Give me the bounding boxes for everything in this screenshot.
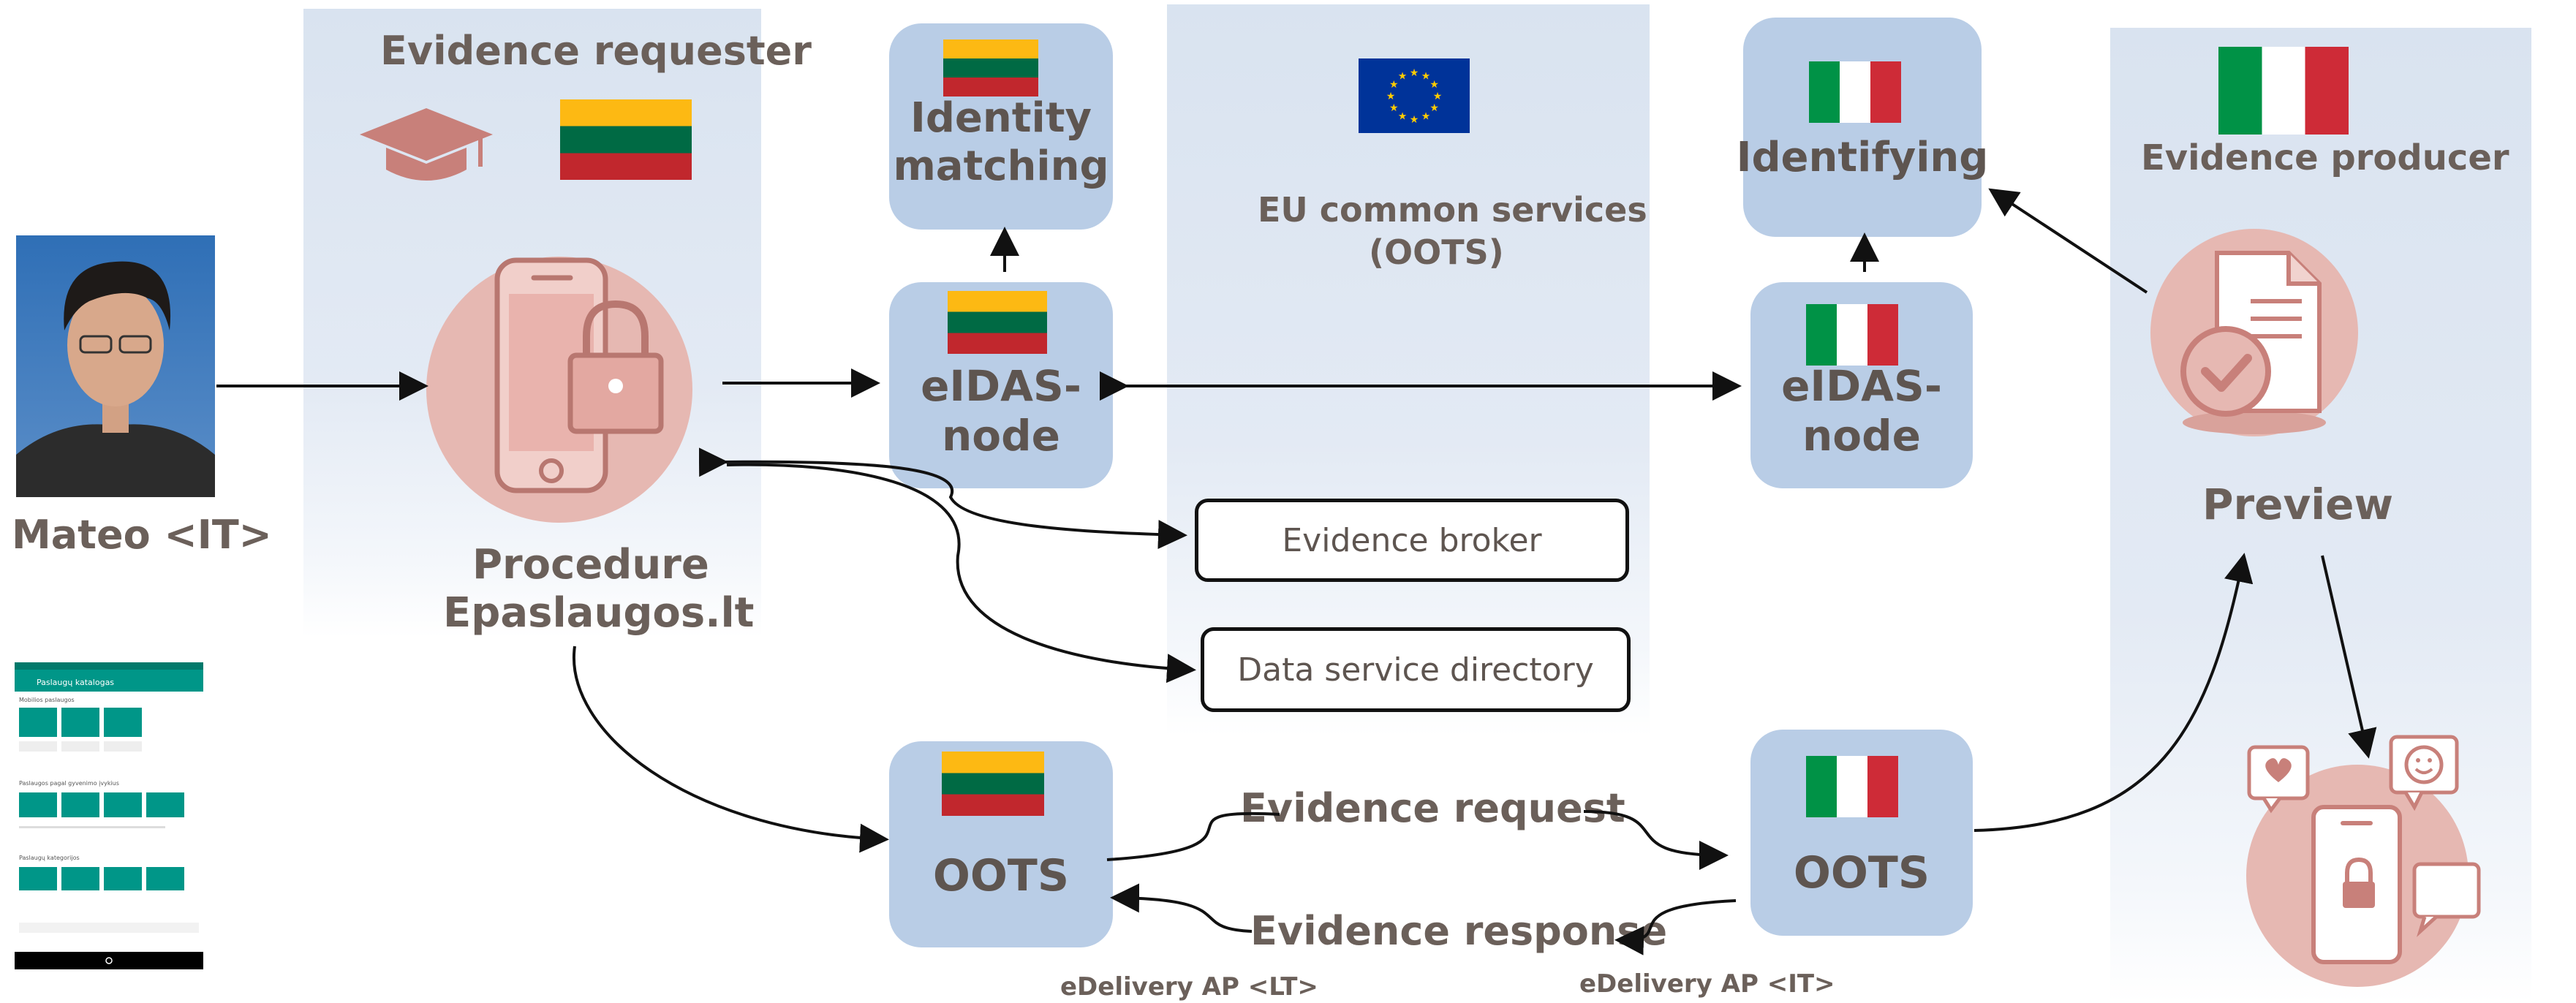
evidence-requester-title: Evidence requester <box>380 28 812 74</box>
eu-star: ★ <box>1421 111 1431 123</box>
data-service-directory-box: Data service directory <box>1201 627 1631 712</box>
identity-matching-line2: matching <box>893 143 1109 190</box>
arrow-evidence-response-2 <box>1110 883 1253 933</box>
italy-flag <box>1806 756 1898 817</box>
arrow-procedure-to-evidence-broker <box>698 447 1187 550</box>
eu-star: ★ <box>1410 114 1419 126</box>
app-section-3: Paslaugų kategorijos <box>19 855 80 861</box>
document-check-icon <box>2150 229 2358 436</box>
arrow-evidence-response <box>1614 899 1737 955</box>
eu-star: ★ <box>1410 67 1419 79</box>
eu-star: ★ <box>1389 102 1399 114</box>
procedure-label-line1: Procedure <box>472 541 709 588</box>
italy-flag <box>2218 47 2349 135</box>
phone-lock-icon <box>426 257 692 523</box>
arrow-preview-to-phone <box>2321 555 2377 759</box>
eu-flag: ★★★★★★★★★★★★ <box>1359 58 1470 133</box>
evidence-response-label: Evidence response <box>1250 908 1668 954</box>
eidas-it-line1: eIDAS- <box>1781 360 1942 411</box>
app-section-1: Mobilios paslaugos <box>19 697 75 703</box>
person-name: Mateo <IT> <box>12 512 272 558</box>
lithuania-flag <box>942 752 1044 816</box>
arrow-producer-to-identifying <box>1988 188 2148 294</box>
lithuania-flag <box>948 291 1047 354</box>
oots-lt-label: OOTS <box>932 849 1070 901</box>
eidas-lt-line1: eIDAS- <box>921 360 1081 411</box>
evidence-request-label: Evidence request <box>1240 785 1625 831</box>
edelivery-lt-label: eDelivery AP <LT> <box>1060 972 1318 1002</box>
graduation-cap-icon <box>360 108 493 181</box>
eu-common-services-line2: (OOTS) <box>1369 232 1504 272</box>
eidas-it-line2: node <box>1802 411 1921 461</box>
person-photo <box>16 235 215 497</box>
app-section-2: Paslaugos pagal gyvenimo įvykius <box>19 780 119 787</box>
phone-app-screenshot: Paslaugų katalogas Mobilios paslaugos Pa… <box>15 662 203 969</box>
identity-matching-line1: Identity <box>910 94 1092 142</box>
eu-star: ★ <box>1398 70 1408 82</box>
arrow-evidence-request <box>1106 811 1280 861</box>
italy-flag <box>1806 304 1898 366</box>
evidence-broker-box: Evidence broker <box>1195 499 1629 582</box>
arrow-oots-it-to-preview <box>1973 553 2254 832</box>
evidence-producer-title: Evidence producer <box>2141 137 2509 178</box>
italy-flag <box>1809 61 1901 123</box>
identifying-box: Identifying <box>1737 18 1988 237</box>
eu-star: ★ <box>1386 91 1396 102</box>
arrow-evidence-request-2 <box>1583 810 1729 870</box>
oots-it-label: OOTS <box>1793 847 1930 898</box>
eu-star: ★ <box>1429 79 1439 91</box>
lithuania-flag <box>560 99 692 180</box>
eu-star: ★ <box>1429 102 1439 114</box>
edelivery-it-label: eDelivery AP <IT> <box>1579 969 1835 999</box>
phone-social-icon <box>2246 735 2481 987</box>
eu-star: ★ <box>1389 79 1399 91</box>
app-title: Paslaugų katalogas <box>37 678 114 687</box>
eu-star: ★ <box>1433 91 1443 102</box>
identifying-label: Identifying <box>1736 133 1989 181</box>
eu-star: ★ <box>1398 111 1408 123</box>
arrow-procedure-to-data-service-directory <box>726 463 1188 671</box>
eu-common-services-line1: EU common services <box>1258 190 1647 230</box>
eu-star: ★ <box>1421 70 1431 82</box>
arrow-procedure-to-oots-lt <box>572 646 889 853</box>
preview-label: Preview <box>2202 480 2394 529</box>
procedure-label-line2: Epaslaugos.lt <box>443 589 755 637</box>
lithuania-flag <box>943 39 1038 96</box>
